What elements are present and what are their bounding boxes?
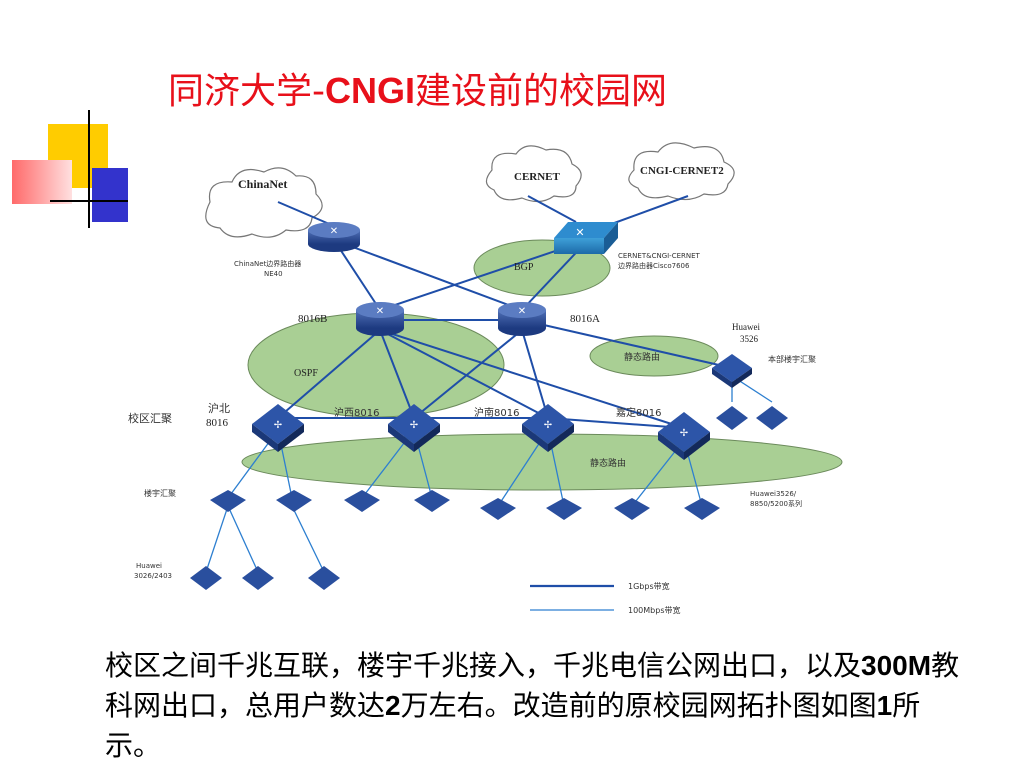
cernet2-label: CNGI-CERNET2 [640,165,724,177]
router-8016b: ✕ [356,302,404,336]
network-topology-figure: ChinaNet CERNET CNGI-CERNET2 [128,140,848,630]
caption-part3: 万左右。改造前的原校园网拓扑图如图 [400,689,877,722]
ospf-label: OSPF [294,368,318,379]
cernet-cloud [485,145,582,203]
chinanet-cloud [205,167,323,238]
svg-text:✢: ✢ [544,420,552,431]
router-cernet-edge: ✕ [554,222,618,254]
cernet-router-label-2: 边界路由器Cisco7606 [618,261,690,270]
cernet-label: CERNET [514,171,561,183]
svg-text:✕: ✕ [518,306,526,317]
title-bold: CNGI [325,70,415,111]
slide-title: 同济大学-CNGI建设前的校园网 [168,62,667,114]
switch-jiading: ✢ [658,412,710,460]
building-label-right: 本部楼宇汇聚 [768,354,816,364]
caption-part2: 教科网出口，总用户数达 [105,649,960,722]
svg-text:✕: ✕ [575,226,584,239]
decor-line-horizontal [50,200,128,202]
svg-text:✕: ✕ [330,226,338,237]
svg-text:✢: ✢ [680,428,688,439]
chinanet-router-label-2: NE40 [264,270,283,278]
huawei-right-label-2: 8850/5200系列 [750,499,802,508]
static-area-top [589,335,719,377]
cernet-router-label-1: CERNET&CNGI-CERNET [618,252,701,260]
switch-hubei: ✢ [252,404,304,452]
caption-bold-2: 2 [385,690,401,721]
title-part1: 同济大学- [168,71,325,112]
svg-text:✢: ✢ [274,420,282,431]
huawei-top-label-1: Huawei [732,322,760,332]
caption-bold-1: 1 [876,690,893,721]
access-switch-row [190,406,788,590]
huawei-right-label-1: Huawei3526/ [750,490,797,498]
title-part2: 建设前的校园网 [415,71,668,112]
svg-text:✕: ✕ [376,306,384,317]
decor-line-vertical [88,110,90,228]
caption-bold-300m: 300M [861,650,932,681]
router-8016a-label: 8016A [570,313,600,325]
campus-label: 校区汇聚 [128,411,172,425]
caption-part1: 校区之间千兆互联，楼宇千兆接入，千兆电信公网出口，以及 [105,649,862,682]
switch-hunan: ✢ [522,404,574,452]
chinanet-router-label-1: ChinaNet边界路由器 [234,259,301,268]
huawei-bottom-label-1: Huawei [136,562,162,570]
router-8016a: ✕ [498,302,546,336]
switch-huxi: ✢ [388,404,440,452]
caption-part4: 所示。 [105,689,921,762]
decor-red-block [12,160,72,204]
router-8016b-label: 8016B [298,313,327,325]
legend-gbps-label: 1Gbps带宽 [628,581,670,591]
campus-huxi-label: 沪西8016 [334,406,379,419]
static-top-label: 静态路由 [624,351,660,363]
slide-caption: 校区之间千兆互联，楼宇千兆接入，千兆电信公网出口，以及300M教科网出口，总用户… [105,646,965,766]
cernet2-cloud [628,142,735,201]
campus-hunan-label: 沪南8016 [474,406,519,419]
svg-text:✢: ✢ [410,420,418,431]
building-switch-row [210,490,720,520]
huawei-top-label-2: 3526 [740,334,759,344]
switch-huawei-3526 [712,354,752,388]
bgp-label: BGP [514,262,534,273]
huawei-bottom-label-2: 3026/2403 [134,572,172,580]
building-label-left: 楼宇汇聚 [144,488,176,498]
campus-hubei-label-1: 沪北 [208,401,230,415]
decor-blue-block [92,168,130,222]
campus-jiading-label: 嘉定8016 [616,406,661,419]
static-bottom-label: 静态路由 [590,457,626,469]
router-chinanet-edge: ✕ [308,222,360,252]
campus-hubei-label-2: 8016 [206,417,229,429]
topology-svg: ChinaNet CERNET CNGI-CERNET2 [128,142,843,615]
chinanet-label: ChinaNet [238,177,287,191]
legend-mbps-label: 100Mbps带宽 [628,605,681,615]
